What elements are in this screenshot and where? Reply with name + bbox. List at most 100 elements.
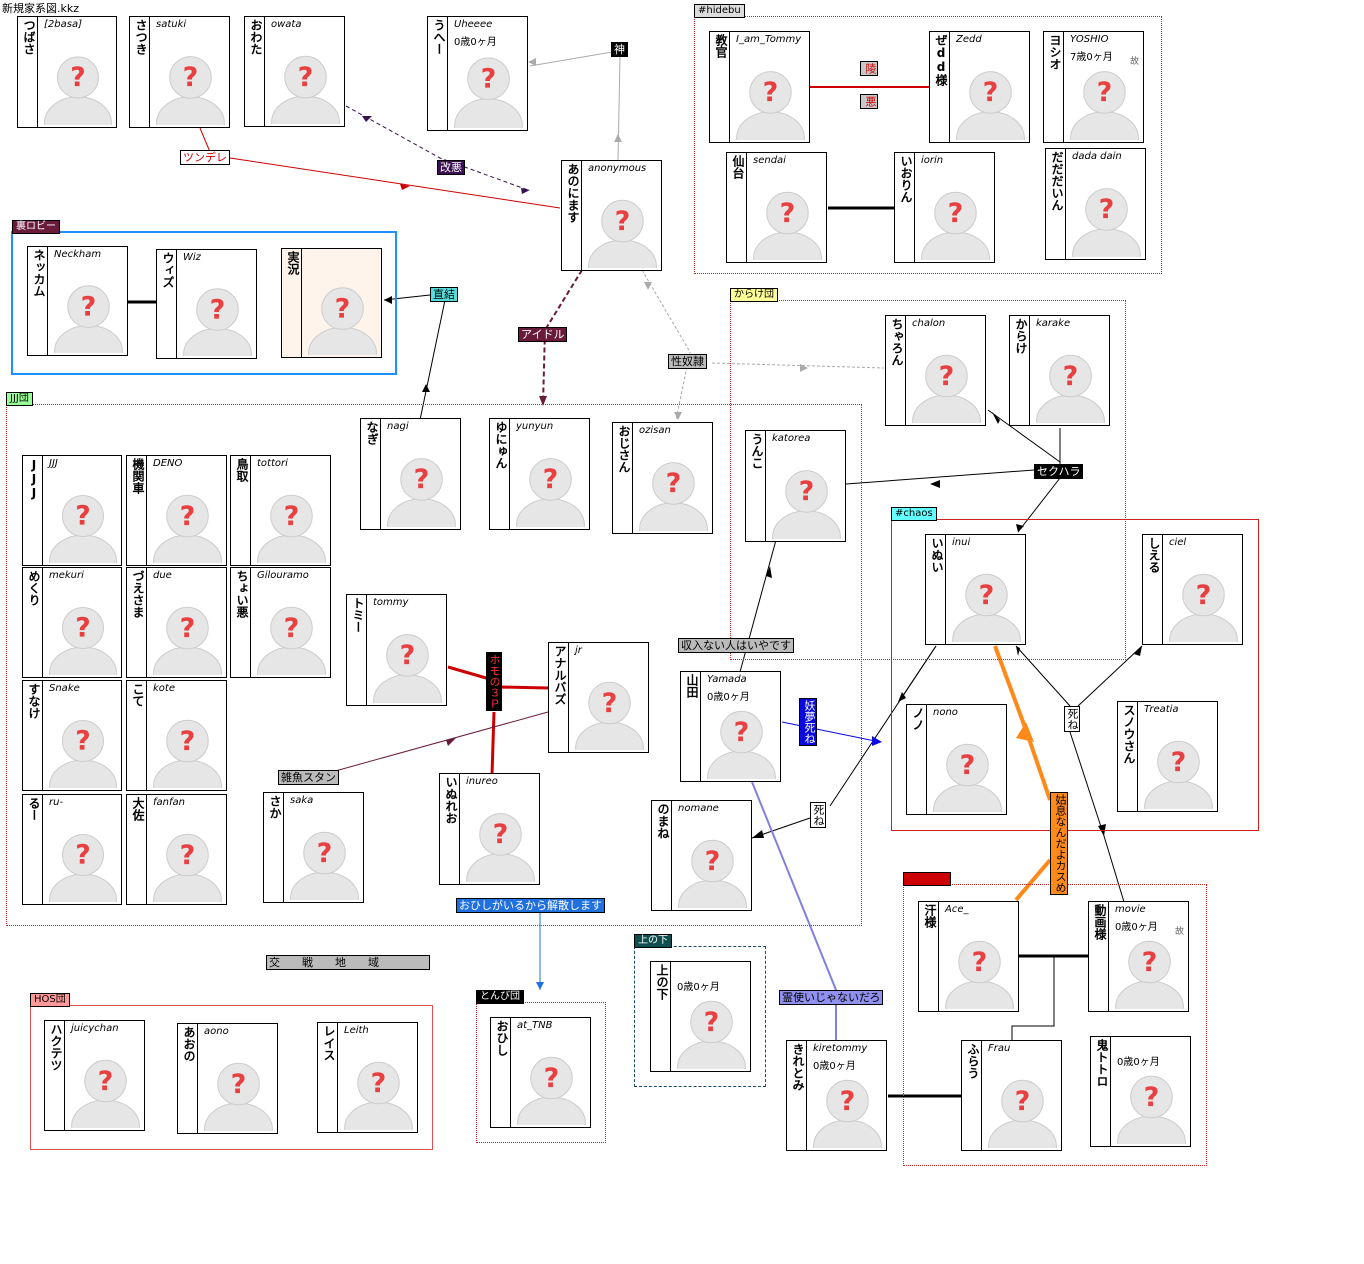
person-id: tommy (373, 597, 409, 608)
person-id: due (153, 570, 172, 581)
question-mark-glyph: ? (543, 464, 559, 495)
question-mark-glyph: ? (81, 291, 97, 322)
avatar-placeholder-icon: ? (753, 191, 822, 260)
person-age: 0歳0ヶ月 (1117, 1057, 1160, 1068)
question-mark-glyph: ? (284, 613, 300, 644)
person-name: すなけ (23, 681, 43, 790)
person-name: 機関車 (127, 456, 147, 565)
person-name: なぎ (361, 419, 381, 529)
group-tonbi: とんび団 (476, 990, 606, 1143)
question-mark-glyph: ? (1142, 947, 1158, 978)
avatar-placeholder-icon: ? (49, 607, 117, 675)
avatar-placeholder-icon: ? (466, 813, 535, 882)
person-id: Zedd (956, 34, 982, 45)
question-mark-glyph: ? (70, 62, 85, 93)
label-aku: 悪 (860, 94, 878, 109)
avatar-placeholder-icon: ? (988, 1079, 1057, 1148)
label-kami: 神 (611, 42, 628, 57)
avatar-placeholder-icon: ? (49, 834, 117, 902)
person-name: からけ (1010, 316, 1030, 425)
question-mark-glyph: ? (939, 361, 955, 392)
person-id: kiretommy (813, 1043, 868, 1054)
question-mark-glyph: ? (371, 1068, 387, 1099)
question-mark-glyph: ? (960, 750, 976, 781)
person-name: めくり (23, 568, 43, 677)
person-card[interactable]: つばさ[2basa]? (17, 16, 117, 128)
person-id: nomane (678, 803, 719, 814)
person-name: きれとみ (787, 1041, 807, 1150)
avatar-placeholder-icon: ? (921, 191, 990, 260)
person-card[interactable]: 機関車 DENO? (126, 455, 227, 566)
person-name: こて (127, 681, 147, 790)
avatar-placeholder-icon: ? (344, 1061, 413, 1130)
avatar-placeholder-icon: ? (257, 606, 326, 675)
person-card[interactable]: 実況? (281, 248, 382, 358)
question-mark-glyph: ? (666, 468, 682, 499)
question-mark-glyph: ? (75, 501, 90, 532)
avatar-placeholder-icon: ? (71, 1059, 140, 1128)
person-name: 上の下 (651, 962, 671, 1071)
person-id: ru- (49, 797, 64, 808)
question-mark-glyph: ? (180, 501, 196, 532)
question-mark-glyph: ? (317, 838, 333, 869)
group-jjj: JJJ団 (6, 392, 862, 926)
person-id: juicychan (71, 1023, 119, 1034)
person-name: トミー (347, 595, 367, 705)
person-name: あのにます (562, 161, 582, 270)
person-id: mekuri (49, 570, 84, 581)
person-card[interactable]: めくり mekuri? (22, 567, 122, 678)
person-id: DENO (153, 458, 183, 469)
person-name: のまね (652, 801, 672, 910)
person-id: Snake (49, 683, 80, 694)
deceased-mark: 故 (1174, 927, 1184, 937)
person-name: ちょい悪 (231, 568, 251, 677)
avatar-placeholder-icon: ? (204, 1062, 273, 1131)
